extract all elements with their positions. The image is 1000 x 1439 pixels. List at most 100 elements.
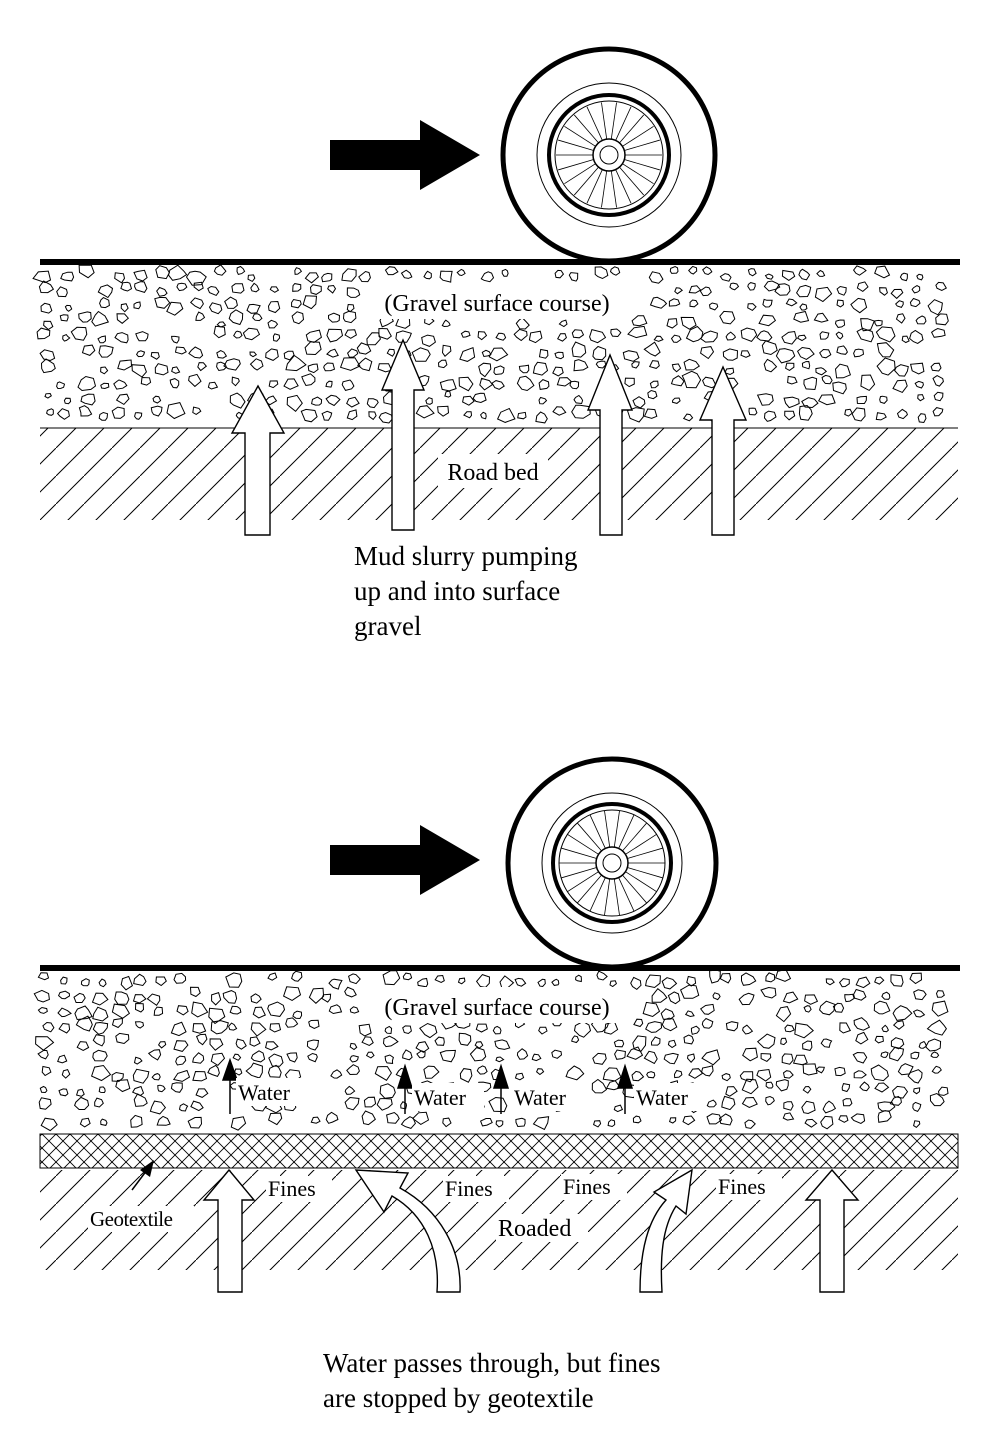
direction-arrow xyxy=(330,825,480,895)
wheel-spoke xyxy=(561,847,597,859)
gravel-stone xyxy=(763,410,777,422)
gravel-stone xyxy=(252,313,263,322)
wheel-spoke xyxy=(576,822,602,852)
gravel-stone xyxy=(207,1064,220,1078)
gravel-stone xyxy=(688,285,702,294)
gravel-stone xyxy=(630,976,642,991)
gravel-stone xyxy=(643,341,661,357)
gravel-stone xyxy=(494,1039,511,1050)
gravel-stone xyxy=(249,1036,261,1047)
gravel-stone xyxy=(701,1049,721,1066)
gravel-stone xyxy=(35,1036,55,1051)
gravel-stone xyxy=(649,296,668,309)
gravel-stone xyxy=(98,1086,106,1094)
gravel-stone xyxy=(780,1037,788,1046)
gravel-stone xyxy=(913,989,927,1001)
gravel-stone xyxy=(912,1101,922,1113)
gravel-stone xyxy=(844,408,853,417)
gravel-stone xyxy=(228,309,244,326)
gravel-stone xyxy=(925,1038,942,1052)
gravel-stone xyxy=(92,1006,109,1022)
gravel-stone xyxy=(554,351,565,360)
gravel-stone xyxy=(915,315,927,325)
gravel-stone xyxy=(59,314,69,322)
gravel-stone xyxy=(113,379,128,390)
gravel-stone xyxy=(56,408,70,420)
gravel-stone xyxy=(569,380,580,390)
gravel-stone xyxy=(836,299,845,308)
gravel-stone xyxy=(719,972,732,984)
gravel-stone xyxy=(132,1068,150,1084)
gravel-stone xyxy=(874,1082,890,1093)
gravel-stone xyxy=(400,1116,416,1129)
gravel-stone xyxy=(302,295,318,310)
gravel-stone xyxy=(699,1003,715,1015)
gravel-stone xyxy=(859,1081,870,1092)
gravel-stone xyxy=(853,1070,867,1079)
gravel-stone xyxy=(115,393,130,406)
gravel-stone xyxy=(646,1071,656,1079)
gravel-stone xyxy=(346,396,360,408)
gravel-stone xyxy=(913,1087,921,1095)
gravel-stone xyxy=(850,1113,866,1124)
wheel-spoke xyxy=(610,170,617,208)
gravel-stone xyxy=(229,392,246,409)
gravel-stone xyxy=(870,1064,889,1082)
gravel-stone xyxy=(292,283,302,292)
gravel-stone xyxy=(879,395,888,404)
gravel-stone xyxy=(760,986,777,999)
gravel-stone xyxy=(631,1070,645,1082)
gravel-stone xyxy=(518,364,530,374)
gravel-stone xyxy=(192,1023,207,1034)
gravel-stone xyxy=(40,302,53,314)
gravel-stone xyxy=(785,298,798,307)
gravel-stone xyxy=(648,271,664,284)
gravel-stone xyxy=(292,1010,303,1020)
gravel-stone xyxy=(532,361,549,376)
gravel-stone xyxy=(890,1037,905,1050)
gravel-stone xyxy=(210,1052,226,1067)
gravel-stone xyxy=(131,1085,145,1097)
gravel-stone xyxy=(488,1096,508,1113)
gravel-stone xyxy=(573,1020,592,1038)
gravel-stone xyxy=(250,993,262,1004)
gravel-stone xyxy=(39,1085,48,1094)
gravel-stone xyxy=(937,1086,949,1096)
gravel-stone xyxy=(747,282,756,291)
gravel-stone xyxy=(594,266,609,280)
gravel-stone xyxy=(799,303,808,311)
gravel-stone xyxy=(796,346,815,360)
gravel-stone xyxy=(156,286,168,297)
gravel-stone xyxy=(169,378,180,389)
gravel-stone xyxy=(690,1025,700,1035)
gravel-stone xyxy=(935,990,945,998)
gravel-stone xyxy=(78,264,95,279)
gravel-stone xyxy=(195,1088,209,1098)
gravel-stone xyxy=(795,284,812,298)
gravel-stone xyxy=(592,345,607,361)
gravel-stone xyxy=(855,1031,869,1045)
gravel-stone xyxy=(307,1052,318,1063)
gravel-stone xyxy=(99,297,110,309)
gravel-stone xyxy=(267,1112,283,1126)
wheel-spoke xyxy=(627,867,663,879)
gravel-stone xyxy=(565,1065,585,1081)
gravel-stone xyxy=(419,1022,438,1039)
gravel-stone xyxy=(798,268,811,281)
gravel-stone xyxy=(748,407,758,416)
gravel-stone xyxy=(801,397,819,409)
gravel-stone xyxy=(819,331,830,340)
gravel-stone xyxy=(252,1006,266,1019)
gravel-stone xyxy=(855,976,871,989)
gravel-stone xyxy=(670,375,685,387)
svg-text:gravel: gravel xyxy=(354,611,421,641)
gravel-stone xyxy=(283,350,295,361)
wheel-spoke xyxy=(573,166,599,196)
gravel-stone xyxy=(222,990,238,1004)
gravel-stone xyxy=(784,1024,795,1033)
gravel-stone xyxy=(384,266,399,276)
gravel-stone xyxy=(349,1055,359,1063)
gravel-stone xyxy=(860,318,875,332)
gravel-stone xyxy=(301,373,316,387)
gravel-stone xyxy=(514,1072,525,1081)
